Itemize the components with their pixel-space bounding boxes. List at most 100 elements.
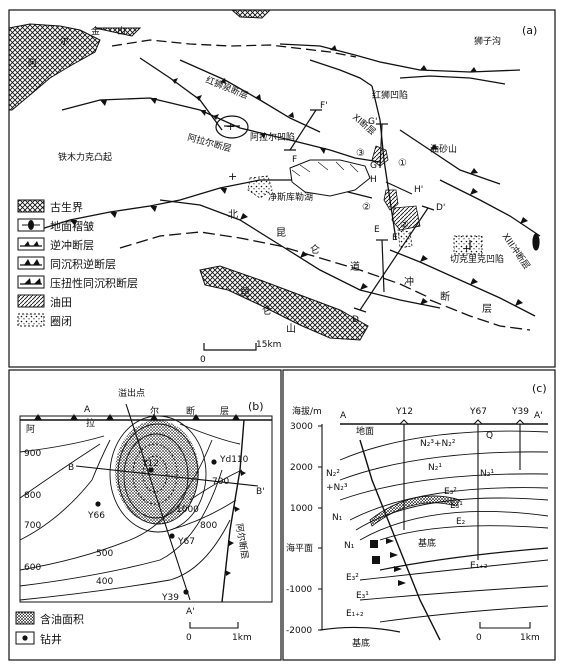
- legend-paleozoic: 古生界: [50, 200, 83, 214]
- trap-tiemuli: [247, 175, 273, 199]
- c-y-sealevel: 海平面: [286, 542, 313, 554]
- mark-1: ①: [398, 158, 407, 169]
- contour-400: 400: [96, 577, 113, 587]
- legend-trap: 圈闭: [50, 315, 72, 328]
- contour-600: 600: [24, 563, 41, 573]
- letter-gp: G': [368, 117, 377, 127]
- letter-f: F: [292, 155, 297, 165]
- section-hh: [385, 181, 413, 195]
- panel-a: (a) 阿 尔 金 山: [8, 9, 556, 368]
- legend-thrust-swatch: [17, 237, 45, 251]
- letter-dp: D': [436, 203, 445, 213]
- wells-c: Y12 Y67 Y39: [395, 407, 529, 560]
- jingsi-lake: [289, 159, 371, 197]
- well-y66: [95, 501, 101, 507]
- lake-marks: [291, 161, 359, 177]
- b-letter-bp: B': [256, 487, 265, 497]
- b-duan: 断: [186, 405, 195, 417]
- section-lines: [284, 109, 435, 313]
- legend-a: 古生界 地面褶皱 逆冲断层 同沉积逆断层 压扭性同沉积断层 油田 圈闭: [17, 199, 138, 328]
- c-a: A: [340, 411, 347, 421]
- label-jingsi: 净斯库勒湖: [268, 191, 313, 203]
- legend-paleozoic-swatch: [17, 199, 45, 213]
- fault-shizigou: [399, 75, 506, 85]
- panel-a-label: (a): [522, 24, 537, 37]
- oil-area-b: [115, 420, 199, 524]
- b-letter-ap: A': [186, 607, 195, 617]
- fault-se-dashed: [429, 299, 531, 331]
- fault-xiii: [439, 179, 541, 237]
- section-dd: [359, 207, 429, 311]
- c-ground: 地面: [356, 425, 374, 437]
- legend-oil-area-swatch: [15, 611, 35, 625]
- oil-layer-c: [369, 495, 461, 527]
- paleozoic-nw: [8, 23, 101, 111]
- plus-mark: +: [228, 170, 237, 183]
- b-ceng: 层: [220, 406, 229, 417]
- label-jinshan: 金: [91, 25, 100, 37]
- legend-trap-swatch: [17, 313, 45, 327]
- letter-fp: F': [320, 101, 328, 111]
- legend-thrust: 逆冲断层: [50, 238, 94, 252]
- oilfield-2: [383, 189, 399, 211]
- trap-2: [397, 229, 413, 249]
- fault-b-top-teeth: [34, 414, 240, 420]
- panel-b: (b) 溢出点 A 拉 尔 断 层 阿 阿尔断层: [8, 369, 282, 661]
- label-bei: 北: [228, 209, 238, 221]
- c-y-1000: 1000: [290, 504, 313, 514]
- panel-c: (c) 海拔/m 3000 2000 1000 海平面 -1000 -2000 …: [282, 369, 556, 661]
- plus-mark-2: +: [226, 120, 235, 133]
- well-yd110: [211, 459, 217, 465]
- c-e12: E₁₊₂: [470, 561, 488, 571]
- main-fault-c: [359, 439, 441, 641]
- letter-d: D: [352, 315, 359, 325]
- letter-h: H: [370, 175, 377, 185]
- fault-b-right: [221, 419, 245, 603]
- letter-e: E: [374, 225, 380, 235]
- legend-oilfield: 油田: [50, 295, 72, 309]
- b-la: 拉: [86, 417, 95, 429]
- c-n2-1b: N₂¹: [428, 463, 442, 473]
- mark-2b: ②: [400, 220, 409, 231]
- label-aer2: 尔: [60, 35, 69, 47]
- contour-500: 500: [96, 549, 113, 559]
- well-y39: [183, 589, 189, 595]
- scale-b-zero: 0: [186, 633, 192, 643]
- contour-1000: 1000: [176, 505, 199, 515]
- fault-hongshiquan: [179, 59, 321, 133]
- label-y66: Y66: [87, 511, 105, 521]
- label-lun: 仑: [310, 243, 320, 256]
- c-well-y12: Y12: [395, 407, 413, 417]
- c-n2-3a: +N₂³: [326, 483, 348, 493]
- label-jinshan2: 山: [117, 26, 126, 37]
- mark-2: ②: [362, 202, 371, 213]
- fault-youshashan: [399, 129, 501, 185]
- label-aer: 阿: [28, 58, 37, 69]
- section-b-bb: [75, 465, 259, 487]
- scale-c-zero: 0: [476, 633, 482, 643]
- letter-hp: H': [414, 185, 423, 195]
- label-dao: 道: [350, 260, 360, 273]
- fault-qieke: [389, 249, 536, 317]
- b-letter-b: B: [68, 463, 74, 473]
- contour-800b: 800: [200, 521, 217, 531]
- scale-b-label: 1km: [232, 633, 252, 643]
- b-yichu: 溢出点: [118, 387, 145, 399]
- c-e3-2b: E₃²: [346, 573, 359, 583]
- label-y12: Y12: [141, 459, 159, 469]
- c-y-2000: 2000: [290, 463, 313, 473]
- panel-c-label: (c): [532, 382, 547, 395]
- label-shizigou: 狮子沟: [474, 35, 501, 47]
- c-n2-32: N₂³+N₂²: [420, 439, 456, 449]
- label-yd110: Yd110: [219, 455, 249, 465]
- panel-b-label: (b): [248, 400, 264, 413]
- label-y39: Y39: [161, 593, 179, 603]
- c-e3-1: E₃¹: [450, 501, 463, 511]
- b-er: 尔: [150, 405, 159, 417]
- oilfield-3: [391, 205, 421, 231]
- contour-700: 700: [24, 521, 41, 531]
- section-ff: [289, 109, 317, 151]
- c-y-3000: 3000: [290, 422, 313, 432]
- label-hongshi-aoxian: 红狮凹陷: [372, 89, 408, 101]
- legend-syn-thrust: 同沉积逆断层: [50, 257, 116, 271]
